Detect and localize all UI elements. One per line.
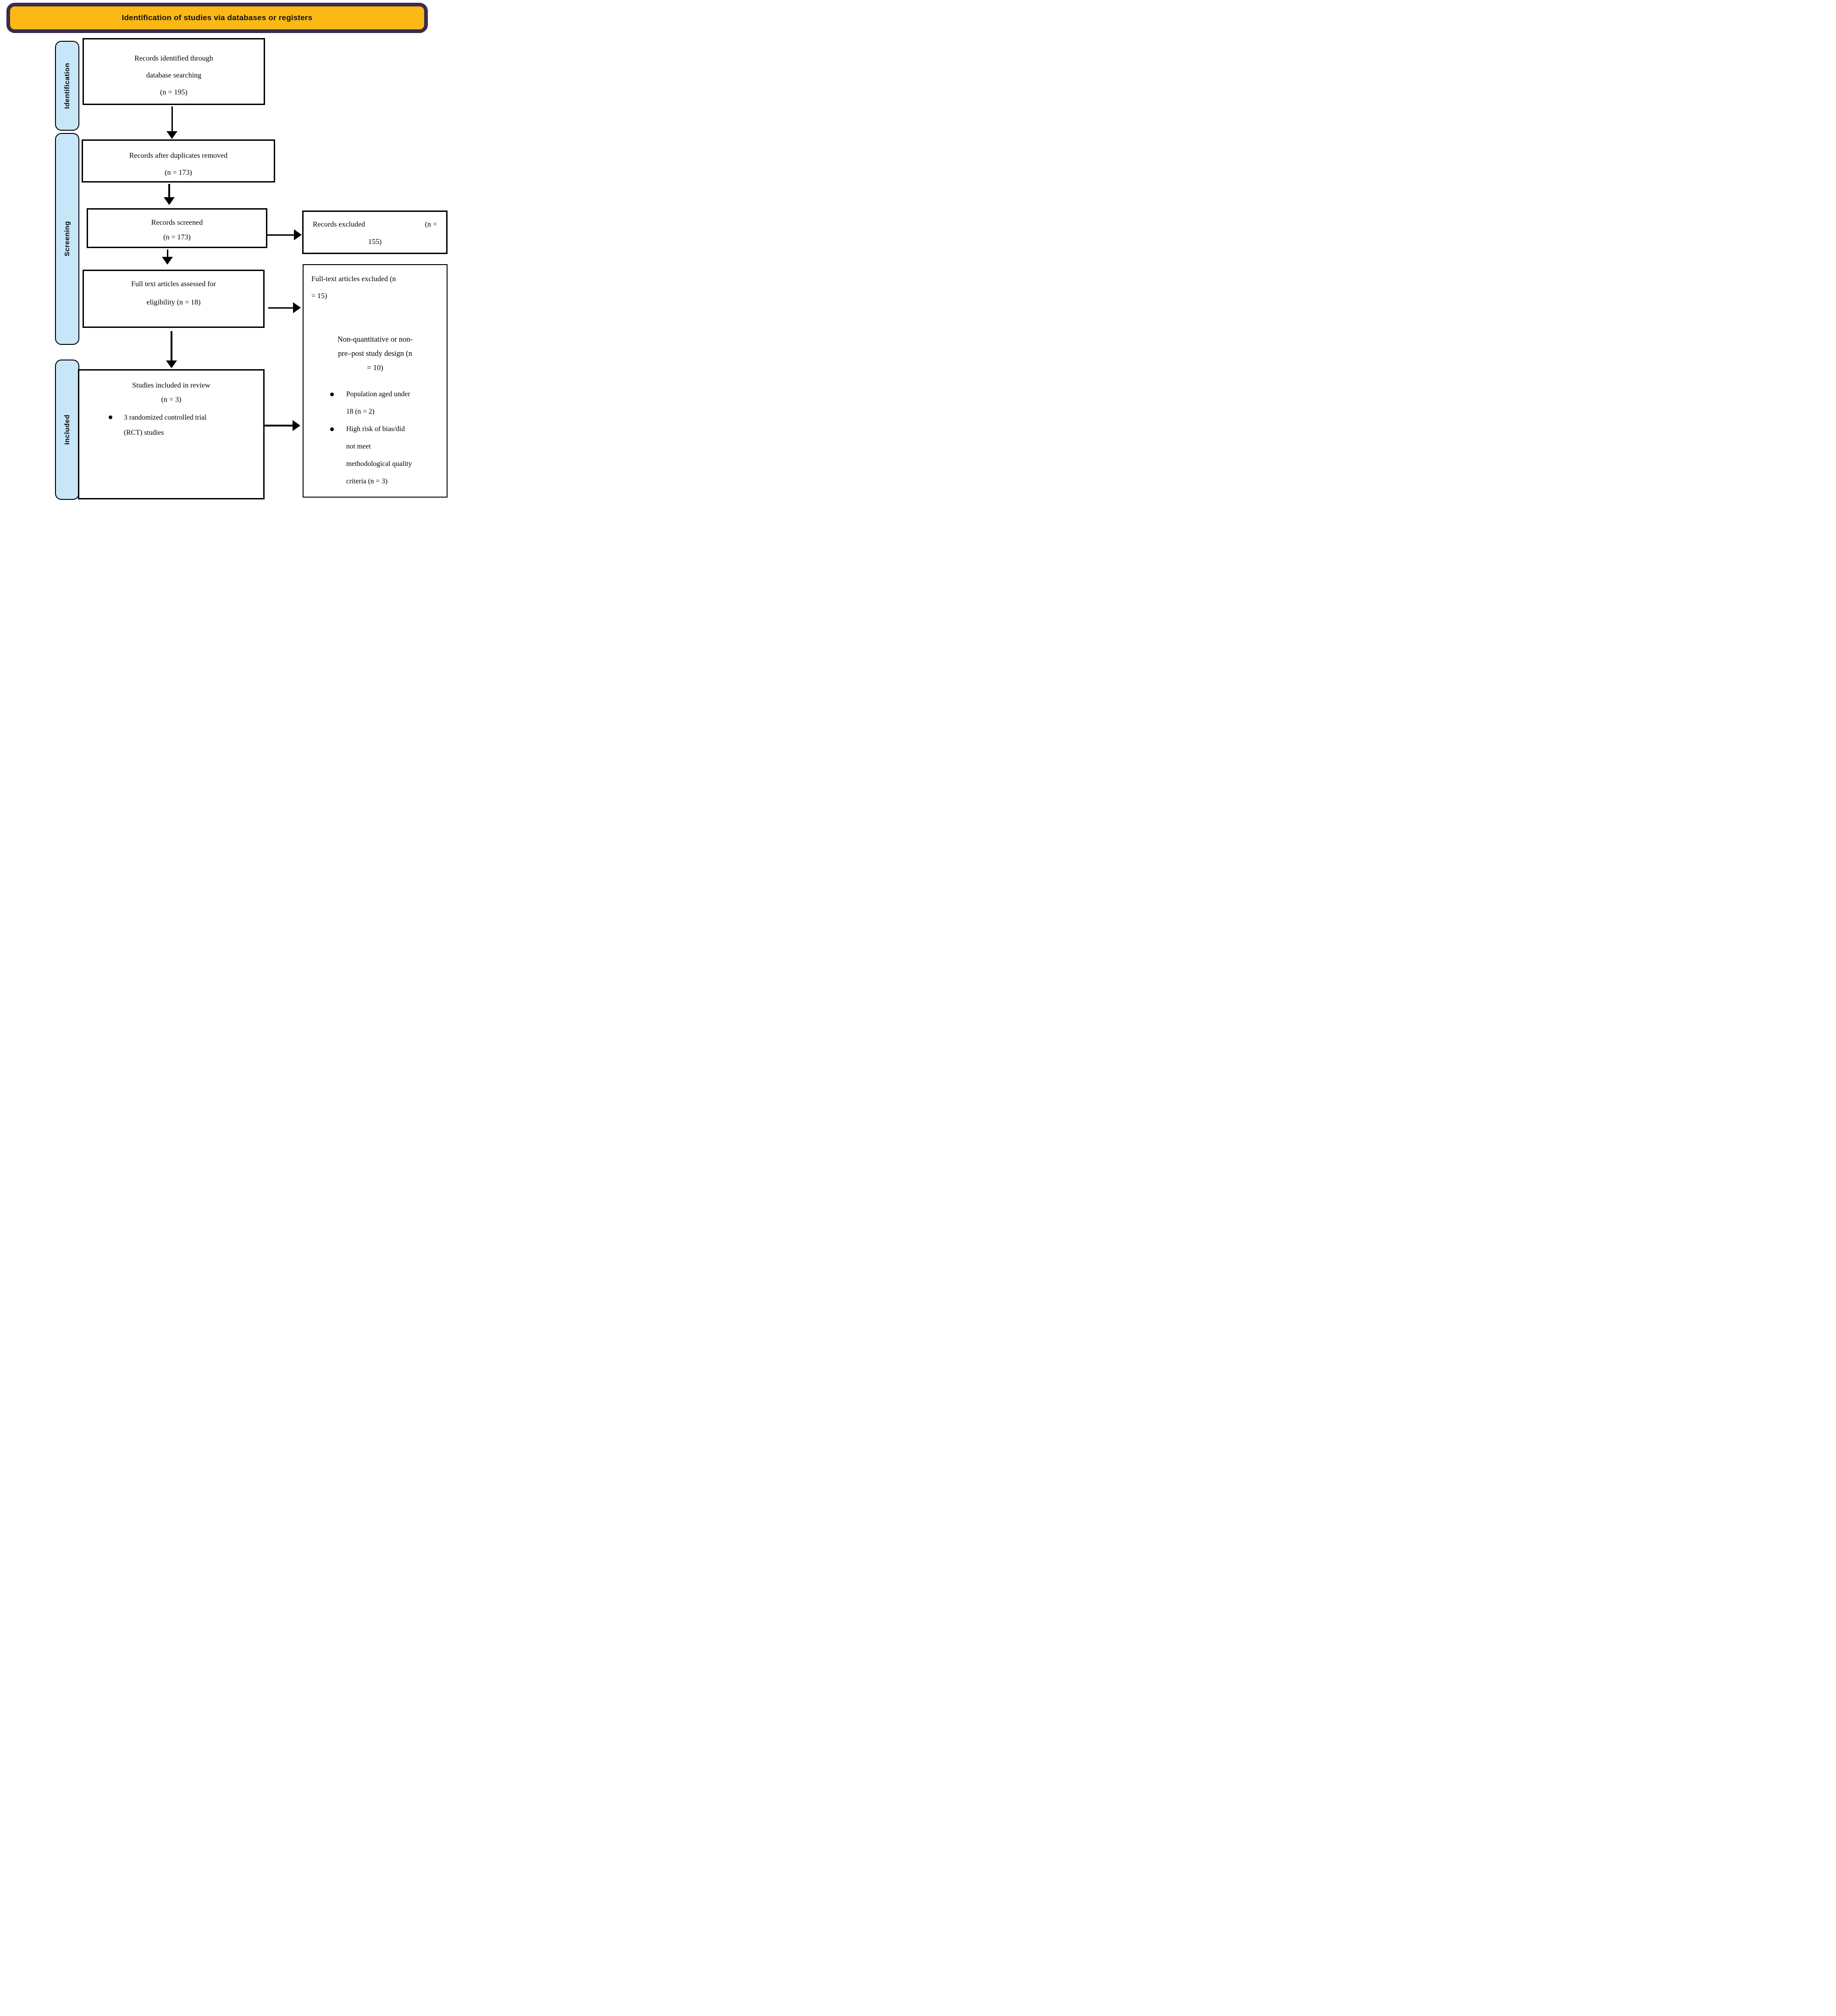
fulltext-excluded-title-line: = 15) [311, 292, 327, 300]
fulltext-excluded-bullet-text: High risk of bias/did not meet methodolo… [346, 421, 412, 490]
arrow-included-to-ftexcluded-head [293, 420, 300, 431]
records-excluded-count: 155) [368, 238, 382, 246]
fulltext-excluded-subtitle-line: Non-quantitative or non- [337, 335, 413, 343]
prisma-flow-diagram: Identification of studies via databases … [0, 0, 459, 504]
arrow-identified-to-dedup-head [166, 131, 177, 139]
arrow-screened-to-assessed-line [166, 249, 168, 258]
arrow-screened-to-excluded-head [294, 229, 302, 240]
fulltext-excluded-title-line: Full-text articles excluded (n [311, 275, 396, 283]
flow-box-records-screened: Records screened (n = 173) [87, 208, 267, 248]
flow-box-fulltext-assessed: Full text articles assessed for eligibil… [83, 270, 265, 328]
records-excluded-line1: Records excluded (n = [313, 216, 437, 233]
records-identified-count: (n = 195) [160, 89, 188, 96]
studies-included-bullet: 3 randomized controlled trial (RCT) stud… [79, 410, 263, 440]
arrow-assessed-to-included-head [166, 360, 177, 368]
ft-bullet-line: criteria (n = 3) [346, 477, 388, 485]
fulltext-excluded-subtitle-line: = 10) [367, 363, 383, 372]
fulltext-excluded-bullet: Population aged under 18 (n = 2) [311, 386, 439, 421]
studies-included-line: Studies included in review [132, 382, 210, 389]
records-screened-line: Records screened [151, 219, 203, 227]
bullet-icon [109, 415, 112, 419]
arrow-assessed-to-included-line [171, 331, 172, 361]
studies-included-bullet-line: 3 randomized controlled trial [124, 414, 207, 421]
ft-bullet-line: not meet [346, 443, 371, 450]
records-identified-line: database searching [146, 72, 202, 79]
stage-screening: Screening [55, 133, 79, 345]
fulltext-excluded-bullet-text: Population aged under 18 (n = 2) [346, 386, 410, 421]
arrow-screened-to-excluded-line [267, 234, 295, 236]
flow-box-records-identified: Records identified through database sear… [83, 38, 265, 105]
ft-bullet-line: Population aged under [346, 390, 410, 398]
records-excluded-n-open: (n = [425, 221, 437, 228]
arrow-identified-to-dedup-line [171, 106, 173, 132]
stage-identification: Identification [55, 41, 79, 131]
records-excluded-label: Records excluded [313, 221, 365, 228]
ft-bullet-line: methodological quality [346, 460, 412, 468]
fulltext-excluded-subtitle-line: pre–post study design (n [338, 349, 412, 358]
fulltext-excluded-subtitle: Non-quantitative or non- pre–post study … [311, 332, 439, 375]
stage-screening-label: Screening [63, 221, 71, 257]
stage-identification-label: Identification [63, 62, 71, 109]
fulltext-assessed-count: eligibility (n = 18) [146, 299, 201, 306]
stage-included: Included [55, 360, 79, 500]
flow-box-studies-included: Studies included in review (n = 3) 3 ran… [78, 369, 265, 499]
arrow-assessed-to-ftexcluded-head [293, 302, 301, 313]
fulltext-excluded-title: Full-text articles excluded (n = 15) [311, 271, 439, 305]
arrow-dedup-to-screened-head [164, 197, 175, 205]
duplicates-removed-count: (n = 173) [165, 169, 192, 177]
page-title: Identification of studies via databases … [122, 13, 313, 22]
flow-box-records-excluded: Records excluded (n = 155) [302, 210, 448, 254]
duplicates-removed-line: Records after duplicates removed [129, 152, 228, 160]
ft-bullet-line: High risk of bias/did [346, 425, 405, 433]
arrow-dedup-to-screened-line [168, 184, 170, 198]
records-identified-line: Records identified through [134, 55, 213, 62]
arrow-screened-to-assessed-head [162, 257, 173, 265]
fulltext-excluded-bullet: High risk of bias/did not meet methodolo… [311, 421, 439, 490]
stage-included-label: Included [63, 415, 71, 445]
header-banner: Identification of studies via databases … [6, 3, 428, 33]
studies-included-bullet-text: 3 randomized controlled trial (RCT) stud… [124, 410, 206, 440]
ft-bullet-line: 18 (n = 2) [346, 408, 375, 415]
studies-included-count: (n = 3) [161, 396, 182, 404]
flow-box-fulltext-excluded: Full-text articles excluded (n = 15) Non… [303, 264, 448, 498]
records-screened-count: (n = 173) [163, 233, 191, 241]
arrow-assessed-to-ftexcluded-line [268, 307, 294, 309]
bullet-icon [330, 427, 334, 431]
flow-box-duplicates-removed: Records after duplicates removed (n = 17… [82, 139, 275, 183]
fulltext-assessed-line: Full text articles assessed for [131, 280, 216, 288]
bullet-icon [330, 393, 334, 396]
studies-included-bullet-line: (RCT) studies [124, 429, 164, 437]
fulltext-excluded-bullets: Population aged under 18 (n = 2) High ri… [311, 386, 439, 490]
arrow-included-to-ftexcluded-line [265, 425, 293, 426]
